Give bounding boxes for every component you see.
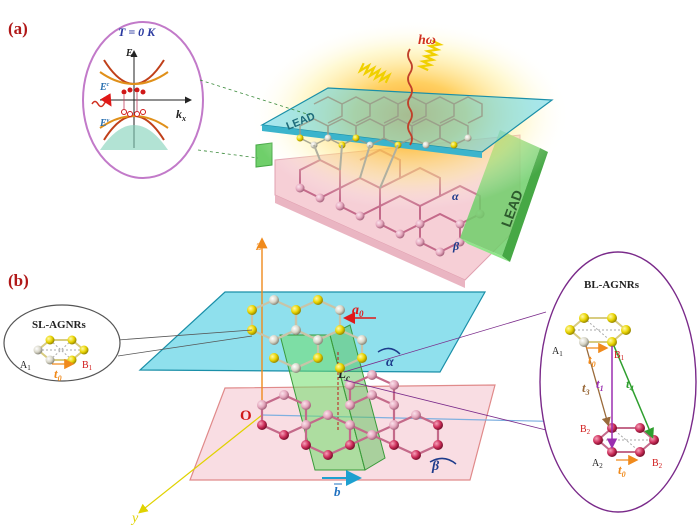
bl-a1-label: A1 bbox=[552, 346, 563, 358]
beta-label-a: β bbox=[452, 239, 460, 253]
sl-title: SL-AGNRs bbox=[32, 319, 87, 331]
bl-top-atoms bbox=[565, 313, 631, 347]
panel-b-label: (b) bbox=[8, 271, 29, 290]
beta-label-b: β bbox=[431, 459, 440, 474]
sl-a-label: A1 bbox=[20, 360, 31, 372]
bl-title: BL-AGNRs bbox=[584, 279, 640, 291]
hop-t0-bottom-label: t0 bbox=[618, 462, 626, 479]
energy-axis-label: E bbox=[125, 48, 133, 59]
momentum-axis-label: kx bbox=[176, 107, 186, 123]
valence-fill bbox=[100, 125, 168, 150]
origin-label: O bbox=[240, 408, 252, 424]
hop-t3-arrow bbox=[585, 345, 611, 427]
bl-b1-label: B1 bbox=[614, 350, 625, 362]
alpha-label-a: α bbox=[452, 189, 459, 203]
top-plane-edge-a bbox=[262, 125, 482, 158]
hop-t0-top-label: t0 bbox=[588, 352, 596, 369]
inset-zoom-line-bottom bbox=[197, 149, 259, 159]
y-axis bbox=[138, 414, 263, 514]
sl-b-label: B1 bbox=[82, 360, 93, 372]
sl-inset bbox=[3, 304, 121, 382]
bl-b2-label: B2 bbox=[580, 424, 591, 436]
sl-connector-2 bbox=[117, 335, 253, 357]
y-axis-label: y bbox=[130, 511, 139, 526]
hop-t1-label: t1 bbox=[596, 376, 604, 393]
photon-wave bbox=[407, 48, 413, 146]
valence-band-2 bbox=[99, 115, 169, 129]
band-ec-label: Ec bbox=[99, 82, 110, 93]
panel-a-label: (a) bbox=[8, 19, 28, 38]
conduction-band-2 bbox=[99, 71, 169, 85]
bl-inset bbox=[539, 251, 697, 513]
vector-b-label: b bbox=[334, 484, 341, 499]
bottom-plane-edge-a bbox=[275, 195, 465, 288]
carriers bbox=[121, 87, 146, 117]
bl-connector-top bbox=[343, 311, 547, 373]
inset-zoom-line-top bbox=[199, 79, 311, 116]
z-axis-label: z bbox=[255, 239, 262, 254]
incident-photon-inset bbox=[91, 93, 112, 108]
bottom-atoms-a bbox=[295, 183, 485, 257]
light-spring-right bbox=[416, 39, 444, 72]
alpha-label-b: α bbox=[386, 355, 394, 370]
top-atoms-b bbox=[247, 295, 367, 373]
sl-connector bbox=[117, 329, 253, 341]
hop-t4-arrow bbox=[613, 345, 654, 439]
bl-connector-bottom bbox=[343, 379, 547, 431]
band-ev-label: Ev bbox=[99, 118, 110, 129]
temperature-label: T = 0 K bbox=[118, 25, 156, 39]
bl-b2-right-label: B2 bbox=[652, 458, 663, 470]
hop-t3-label: t3 bbox=[582, 380, 590, 397]
sl-hop-label: t0 bbox=[54, 366, 62, 383]
beta-arc-b bbox=[429, 457, 457, 465]
photon-label: hω bbox=[418, 33, 436, 48]
interlayer-label: Lc bbox=[337, 366, 350, 383]
hop-t4-label: t4 bbox=[626, 376, 634, 393]
interlayer-bonds-a bbox=[313, 144, 399, 189]
alpha-arc-b bbox=[377, 347, 401, 355]
vector-a0-label: a0 bbox=[352, 303, 364, 319]
light-spring-left bbox=[357, 62, 392, 84]
bl-a2-label: A2 bbox=[592, 458, 603, 470]
bottom-atoms-b bbox=[257, 370, 443, 460]
